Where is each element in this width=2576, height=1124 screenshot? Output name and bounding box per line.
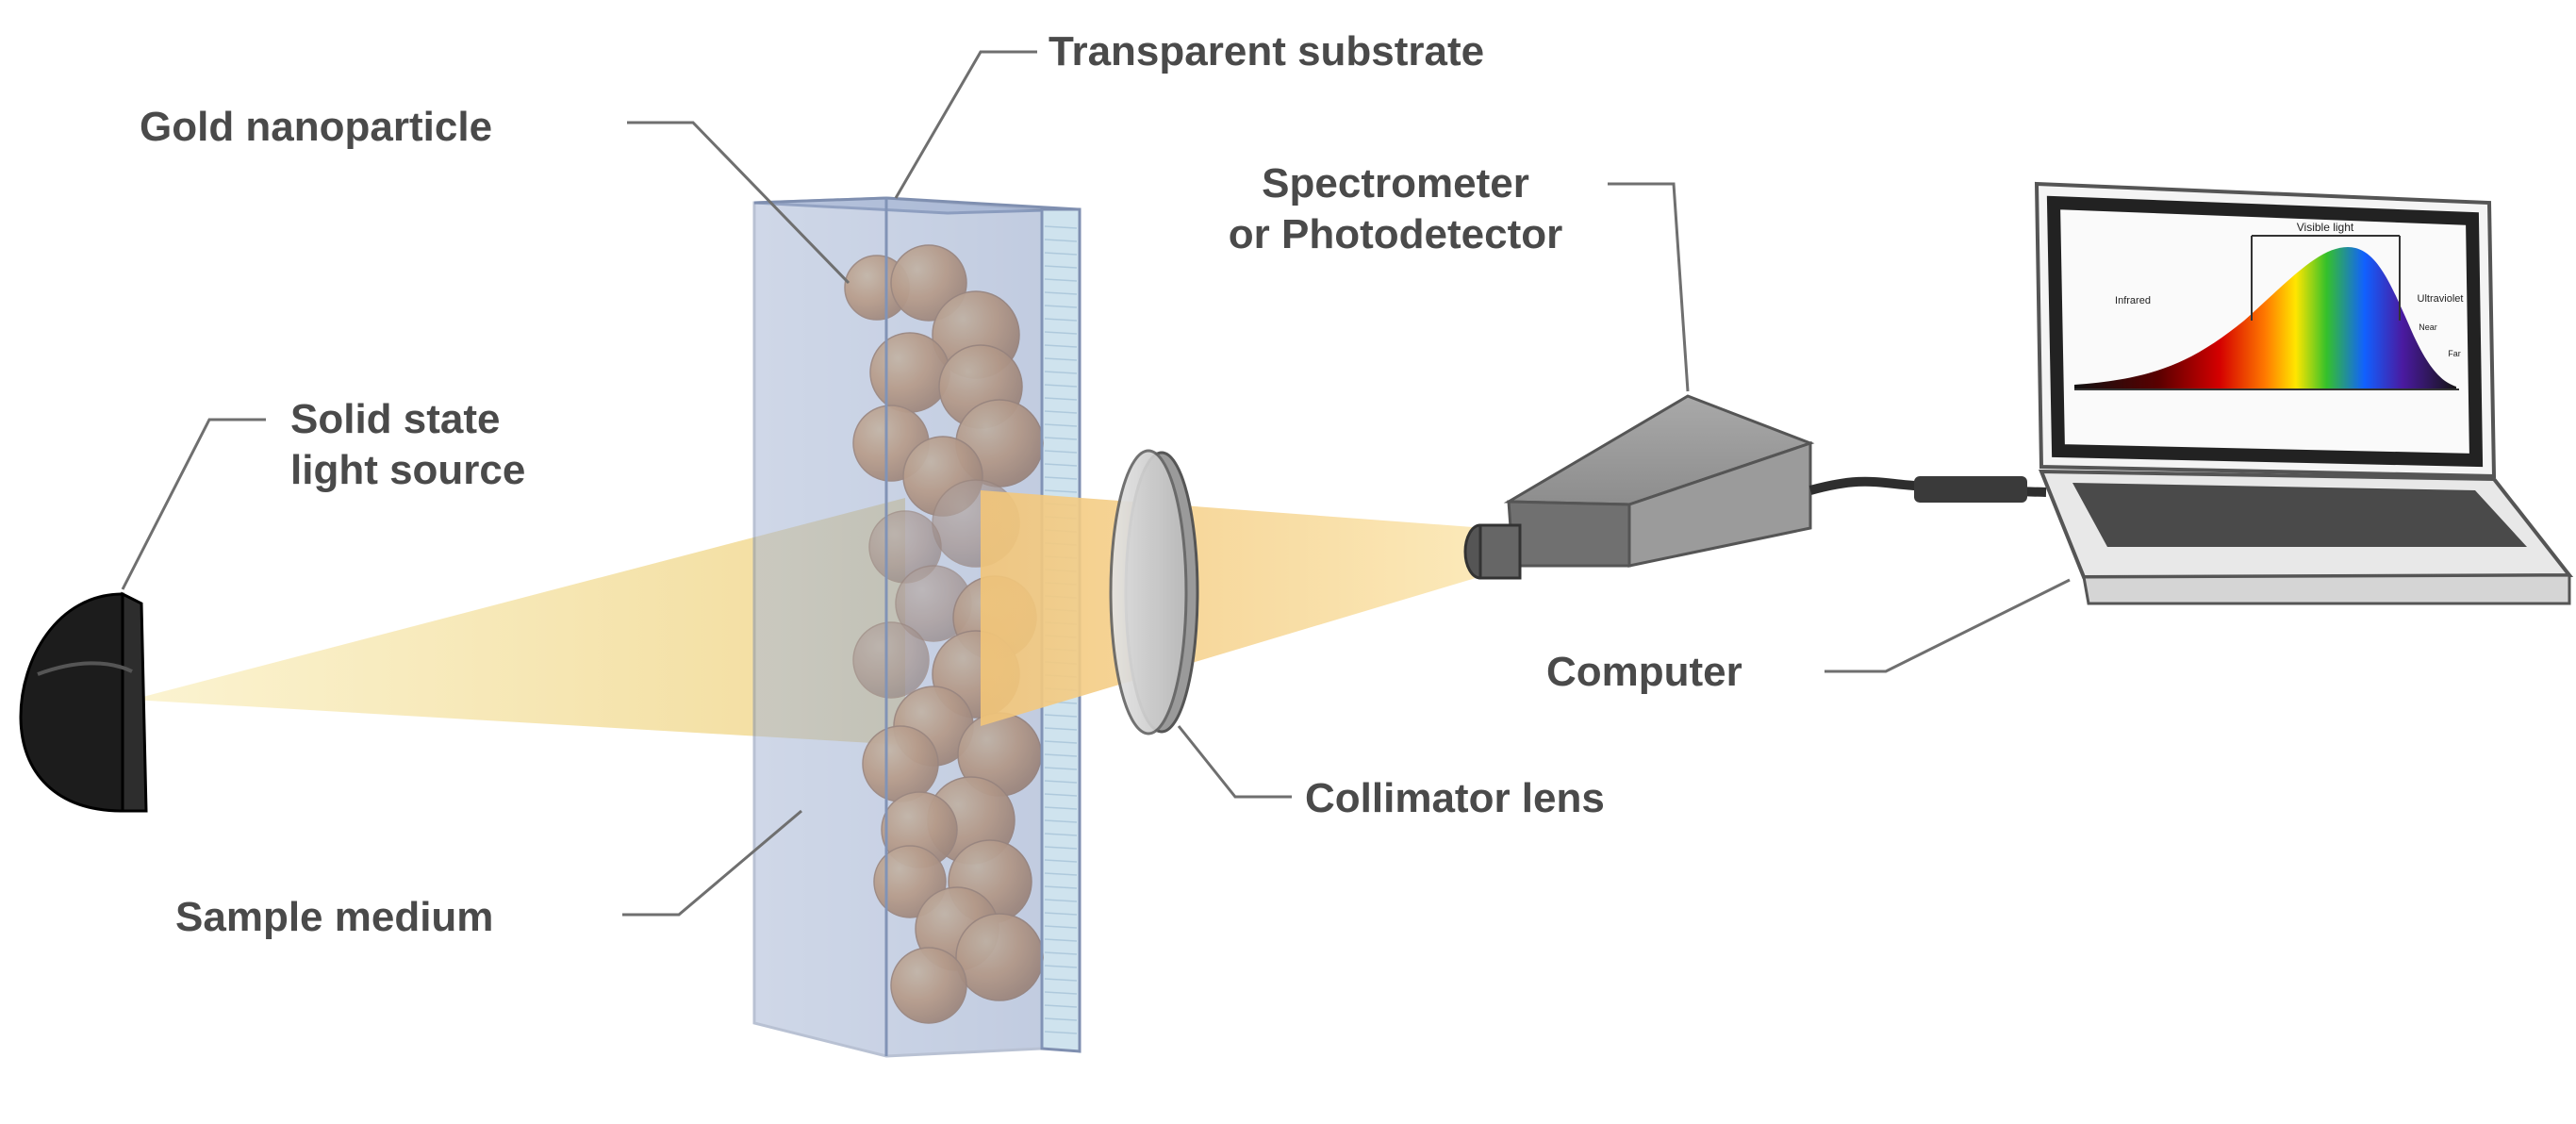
substrate-texture-line <box>1044 833 1078 836</box>
label-spectrometer: Spectrometer or Photodetector <box>1197 158 1593 260</box>
substrate-texture-line <box>1044 410 1078 414</box>
label-light-source-line2: light source <box>290 447 526 493</box>
substrate-texture-line <box>1044 793 1078 797</box>
substrate-texture-line <box>1044 265 1078 269</box>
substrate-texture-line <box>1044 397 1078 401</box>
substrate-texture-line <box>1044 767 1078 770</box>
substrate-texture-line <box>1044 331 1078 335</box>
spectrometer-device <box>1463 394 1815 580</box>
leader-gold-nanoparticle <box>627 121 850 285</box>
spectrometer-side <box>1627 440 1812 568</box>
substrate-texture-line <box>1044 978 1078 982</box>
substrate-texture-line <box>1044 384 1078 388</box>
substrate-texture-line <box>1044 305 1078 308</box>
substrate-texture-line <box>1044 371 1078 374</box>
leader-collimator <box>1177 725 1292 799</box>
substrate-texture-line <box>1044 450 1078 454</box>
light-source-body <box>19 592 124 813</box>
light-source-groove <box>37 661 133 676</box>
substrate-texture-line <box>1044 225 1078 229</box>
leader-sample-medium <box>622 809 802 917</box>
substrate-texture-line <box>1044 780 1078 784</box>
substrate-texture-line <box>1044 1004 1078 1008</box>
laptop-keyboard <box>2072 483 2527 547</box>
sample-cuvette <box>752 196 1082 1058</box>
substrate-texture <box>1044 225 1078 1034</box>
substrate-texture-line <box>1044 965 1078 968</box>
screen-near-label: Near <box>2419 322 2437 332</box>
label-computer: Computer <box>1546 649 1742 695</box>
cable-plug <box>1914 476 2027 503</box>
substrate-texture-line <box>1044 291 1078 295</box>
spectrum-curve <box>2074 247 2456 388</box>
substrate-texture-line <box>1044 872 1078 876</box>
substrate-texture-line <box>1044 239 1078 242</box>
substrate-texture-line <box>1044 885 1078 889</box>
label-transparent-substrate: Transparent substrate <box>1049 28 1485 74</box>
substrate-texture-line <box>1044 859 1078 863</box>
substrate-texture-line <box>1044 318 1078 322</box>
substrate-texture-line <box>1044 463 1078 467</box>
substrate-texture-line <box>1044 806 1078 810</box>
collimator-lens <box>1109 449 1199 736</box>
spectrometer-front <box>1507 500 1631 568</box>
laptop-front-edge <box>2082 573 2571 605</box>
label-spectrometer-line2: or Photodetector <box>1228 211 1563 257</box>
substrate-texture-line <box>1044 252 1078 256</box>
substrate-texture-line <box>1044 819 1078 823</box>
screen-visible-light-label: Visible light <box>2297 221 2354 234</box>
substrate-texture-line <box>1044 727 1078 731</box>
lens-face <box>1109 449 1188 736</box>
label-sample-medium: Sample medium <box>175 894 494 940</box>
substrate-texture-line <box>1044 938 1078 942</box>
substrate-texture-line <box>1044 740 1078 744</box>
incident-light-beam <box>132 498 905 745</box>
substrate-texture-line <box>1044 437 1078 440</box>
leader-spectrometer <box>1608 182 1690 392</box>
label-collimator-lens: Collimator lens <box>1305 775 1605 821</box>
substrate-texture-line <box>1044 489 1078 493</box>
substrate-texture-line <box>1044 357 1078 361</box>
light-source <box>19 591 148 813</box>
leader-lines <box>121 50 2071 917</box>
substrate-texture-line <box>1044 344 1078 348</box>
screen-ultraviolet-label: Ultraviolet <box>2418 293 2464 305</box>
substrate-texture-line <box>1044 846 1078 850</box>
substrate-texture-line <box>1044 991 1078 995</box>
screen-far-label: Far <box>2448 349 2461 358</box>
substrate-texture-line <box>1044 423 1078 427</box>
laptop-computer: Visible light Infrared Ultraviolet Near … <box>2034 181 2574 605</box>
substrate-texture-line <box>1044 1017 1078 1021</box>
transmitted-light-beam <box>981 490 1485 726</box>
substrate-texture-line <box>1044 1031 1078 1034</box>
label-light-source: Solid state light source <box>290 394 525 496</box>
leader-light-source <box>121 418 266 590</box>
label-spectrometer-line1: Spectrometer <box>1262 160 1529 207</box>
substrate-texture-line <box>1044 476 1078 480</box>
substrate-texture-line <box>1044 951 1078 955</box>
substrate-texture-line <box>1044 925 1078 929</box>
substrate-texture-line <box>1044 912 1078 916</box>
label-gold-nanoparticle: Gold nanoparticle <box>140 104 493 150</box>
substrate-texture-line <box>1044 899 1078 902</box>
label-light-source-line1: Solid state <box>290 396 501 442</box>
screen-infrared-label: Infrared <box>2115 295 2151 306</box>
light-source-rim <box>121 591 148 813</box>
substrate-texture-line <box>1044 753 1078 757</box>
substrate-texture-line <box>1044 714 1078 718</box>
leader-computer <box>1825 578 2071 673</box>
substrate-texture-line <box>1044 278 1078 282</box>
leader-transparent-substrate <box>894 50 1037 199</box>
spectrometer-input-tube <box>1478 523 1522 580</box>
